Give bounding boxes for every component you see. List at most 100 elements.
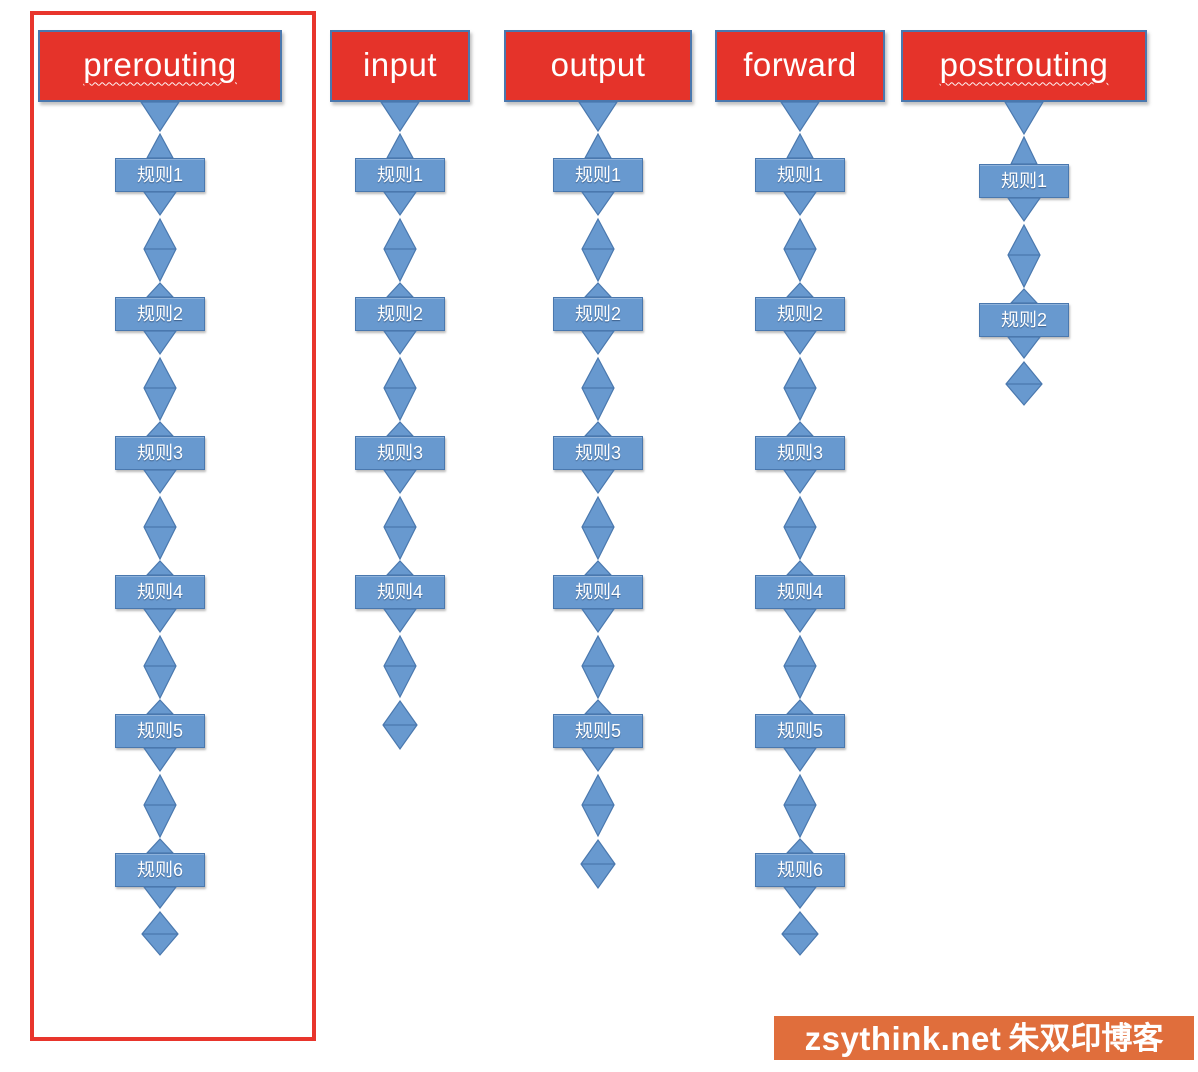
down-triangle (580, 747, 616, 773)
watermark: zsythink.net 朱双印博客 (774, 1016, 1194, 1060)
flow-connector-output-4 (580, 608, 616, 715)
rule-label: 规则4 (136, 582, 183, 602)
flow-connector-output-2 (580, 330, 616, 437)
rule-node-forward-2: 规则2 (755, 297, 845, 331)
rule-label: 规则5 (776, 721, 823, 741)
down-triangle (142, 747, 178, 773)
rule-label: 规则6 (136, 860, 183, 880)
diamond (783, 495, 817, 561)
widening-triangle (145, 421, 175, 437)
widening-triangle (145, 132, 175, 159)
widening-triangle (145, 282, 175, 298)
watermark-site-text: zsythink.net (804, 1019, 1002, 1057)
prerouting-highlight-box (30, 11, 316, 1041)
diamond (143, 217, 177, 283)
rule-label: 规则4 (776, 582, 823, 602)
chain-header-label: postrouting (939, 45, 1109, 83)
chain-tail-forward (781, 886, 819, 956)
rule-label: 规则3 (574, 443, 621, 463)
diamond (1007, 223, 1041, 289)
chain-tail-prerouting (141, 886, 179, 956)
widening-triangle (145, 560, 175, 576)
down-triangle (1003, 101, 1045, 136)
down-triangle (139, 101, 181, 133)
rule-label: 规则2 (1000, 310, 1047, 330)
chain-header-label: forward (743, 45, 857, 83)
flow-connector-input-2 (382, 330, 418, 437)
widening-triangle (785, 421, 815, 437)
rule-node-output-1: 规则1 (553, 158, 643, 192)
diamond (143, 356, 177, 422)
rule-label: 规则5 (574, 721, 621, 741)
down-triangle (580, 191, 616, 217)
rule-node-prerouting-3: 规则3 (115, 436, 205, 470)
flow-connector-prerouting-2 (142, 330, 178, 437)
diamond (783, 217, 817, 283)
down-triangle (142, 330, 178, 356)
down-triangle (382, 191, 418, 217)
diamond (783, 634, 817, 700)
chain-header-output: output (504, 30, 692, 102)
widening-triangle (583, 699, 613, 715)
widening-triangle (1009, 288, 1039, 304)
down-triangle (142, 191, 178, 217)
flow-connector-input-top (379, 101, 421, 159)
diamond (383, 495, 417, 561)
down-triangle (379, 101, 421, 133)
rule-node-forward-4: 规则4 (755, 575, 845, 609)
down-triangle (142, 469, 178, 495)
rule-label: 规则1 (136, 165, 183, 185)
rule-node-output-5: 规则5 (553, 714, 643, 748)
rule-label: 规则6 (776, 860, 823, 880)
widening-triangle (385, 132, 415, 159)
down-triangle (382, 608, 418, 634)
widening-triangle (1010, 135, 1038, 165)
rule-label: 规则4 (376, 582, 423, 602)
widening-triangle (385, 282, 415, 298)
diamond (143, 634, 177, 700)
rule-node-forward-1: 规则1 (755, 158, 845, 192)
down-triangle (782, 886, 818, 909)
chain-header-label: input (362, 45, 438, 83)
rule-node-forward-6: 规则6 (755, 853, 845, 887)
down-triangle (142, 608, 178, 634)
widening-triangle (583, 421, 613, 437)
widening-triangle (785, 132, 815, 159)
widening-triangle (145, 699, 175, 715)
flow-connector-forward-1 (782, 191, 818, 298)
widening-triangle (583, 132, 613, 159)
flow-connector-input-1 (382, 191, 418, 298)
flow-connector-prerouting-top (139, 101, 181, 159)
rule-label: 规则3 (376, 443, 423, 463)
rule-node-postrouting-1: 规则1 (979, 164, 1069, 198)
widening-triangle (583, 560, 613, 576)
rule-node-input-2: 规则2 (355, 297, 445, 331)
rule-label: 规则1 (776, 165, 823, 185)
rule-node-output-4: 规则4 (553, 575, 643, 609)
rule-label: 规则5 (136, 721, 183, 741)
rule-label: 规则3 (776, 443, 823, 463)
flow-connector-output-3 (580, 469, 616, 576)
flow-connector-prerouting-3 (142, 469, 178, 576)
rule-label: 规则1 (376, 165, 423, 185)
flow-connector-postrouting-top (1003, 101, 1045, 165)
widening-triangle (785, 699, 815, 715)
down-triangle (580, 608, 616, 634)
down-triangle (782, 330, 818, 356)
down-triangle (1006, 336, 1042, 359)
rule-node-prerouting-4: 规则4 (115, 575, 205, 609)
flow-connector-forward-3 (782, 469, 818, 576)
rule-label: 规则2 (776, 304, 823, 324)
rule-node-prerouting-1: 规则1 (115, 158, 205, 192)
flow-connector-prerouting-4 (142, 608, 178, 715)
rule-label: 规则4 (574, 582, 621, 602)
widening-triangle (385, 421, 415, 437)
watermark-blog-text: 朱双印博客 (1008, 1020, 1164, 1056)
flow-connector-forward-2 (782, 330, 818, 437)
widening-triangle (785, 282, 815, 298)
diamond (143, 773, 177, 839)
widening-triangle (785, 560, 815, 576)
diamond (581, 495, 615, 561)
diamond (383, 356, 417, 422)
